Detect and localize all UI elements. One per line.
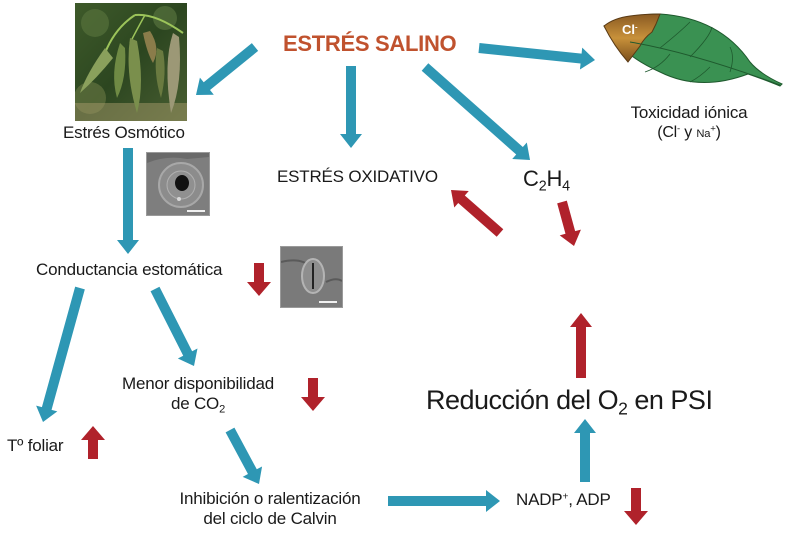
toxicidad-line1: Toxicidad iónica [630, 103, 748, 122]
node-nadp-adp: NADP+, ADP [516, 490, 611, 510]
leaf-chloride-label: Cl- [622, 22, 638, 37]
calvin-line2: del ciclo de Calvin [203, 509, 337, 529]
toxicidad-na-charge: + [710, 124, 716, 136]
node-conductancia-estomatica: Conductancia estomática [36, 260, 223, 279]
node-estres-oxidativo: ESTRÉS OXIDATIVO [277, 167, 438, 186]
wilted-plant-photo [75, 3, 187, 121]
damaged-leaf-illustration: Cl- [600, 12, 785, 90]
toxicidad-cl-charge: - [677, 124, 681, 136]
flow-arrow-calvin-to-nadp [388, 490, 500, 512]
menor-line1: Menor disponibilidad [122, 374, 274, 393]
toxicidad-open: (Cl [657, 124, 678, 142]
calvin-line1: Inhibición o ralentización [179, 489, 361, 508]
stomata-open-image [146, 152, 210, 216]
nadp-charge: + [562, 491, 569, 503]
node-estres-osmotico: Estrés Osmótico [63, 123, 185, 142]
toxicidad-mid: y [680, 124, 697, 142]
trend-arrow-menor-co2-down [301, 378, 325, 411]
flow-arrow-salino-to-oxidativo [340, 66, 362, 148]
trend-arrow-conductancia-down [247, 263, 271, 296]
menor-line2: de CO2 [112, 394, 284, 416]
nadp-prefix: NADP [516, 490, 563, 509]
trend-arrow-oxidativo-up [451, 190, 504, 237]
trend-arrow-foliar-up [81, 426, 105, 459]
node-inhibicion-calvin: Inhibición o ralentización del ciclo de … [162, 489, 378, 530]
reduccion-prefix: Reducción del O [426, 385, 619, 415]
flow-arrow-osmotico-to-conductancia [117, 148, 139, 254]
node-toxicidad-ionica: Toxicidad iónica (Cl- y Na+) [619, 103, 759, 143]
etileno-h: H [546, 166, 563, 191]
flow-arrow-conductancia-to-foliar [36, 286, 85, 422]
reduccion-suffix: en PSI [627, 385, 713, 415]
menor-line2-sub: 2 [219, 403, 226, 416]
flow-arrow-salino-to-osmotico [196, 43, 259, 95]
etileno-c-sub: 2 [538, 178, 547, 195]
flow-arrow-nadp-to-reduccion [574, 419, 596, 482]
title-estres-salino: ESTRÉS SALINO [283, 31, 457, 56]
flow-arrow-menor-to-calvin [225, 427, 263, 484]
leaf-chloride-charge: - [635, 22, 638, 32]
flow-arrow-salino-to-toxicidad [478, 43, 595, 70]
toxicidad-close: ) [715, 124, 721, 142]
nadp-suffix: , ADP [568, 490, 611, 509]
node-reduccion-o2-psi: Reducción del O2 en PSI [426, 384, 713, 419]
trend-arrow-nadp-down [624, 488, 648, 525]
leaf-chloride-text: Cl [622, 22, 635, 37]
flow-arrow-conductancia-to-menor [150, 286, 198, 366]
reduccion-sub: 2 [618, 398, 628, 419]
node-menor-disponibilidad-co2: Menor disponibilidad de CO2 [112, 374, 284, 415]
node-etileno: C2H4 [523, 166, 570, 195]
trend-arrow-etileno-down [557, 200, 581, 246]
node-temperatura-foliar: Tº foliar [7, 436, 64, 455]
toxicidad-line2: (Cl- y Na+) [619, 123, 759, 142]
etileno-c: C [523, 166, 539, 191]
trend-arrow-reduccion-up [570, 313, 592, 378]
stomata-closed-image [280, 246, 343, 308]
etileno-h-sub: 4 [562, 178, 570, 195]
toxicidad-na: Na [696, 128, 711, 141]
flow-arrow-salino-to-etileno [421, 63, 530, 160]
menor-line2-prefix: de CO [170, 394, 220, 414]
